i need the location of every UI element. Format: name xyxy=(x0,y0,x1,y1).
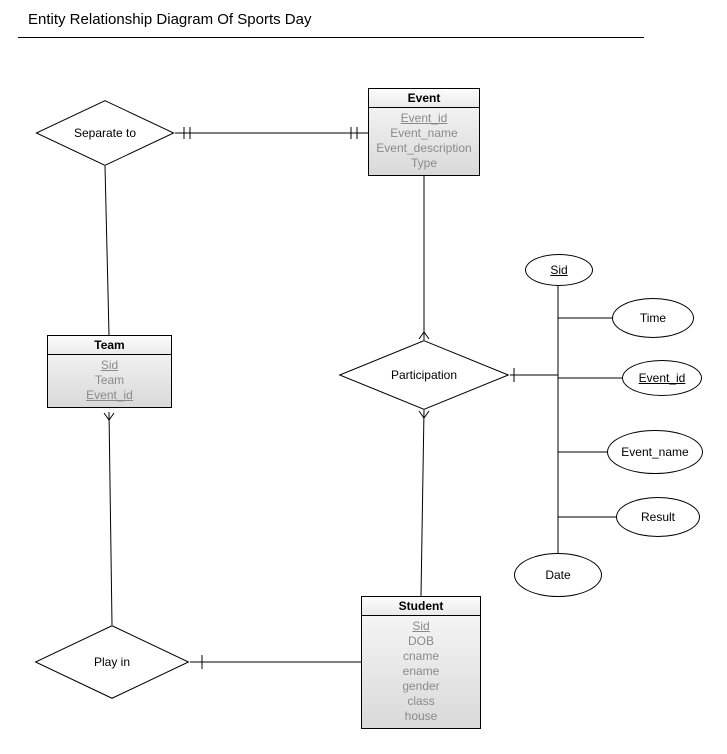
entity-attribute: Sid xyxy=(412,619,430,633)
entity-attribute: Team xyxy=(94,373,125,387)
entity-attribute: Sid xyxy=(100,358,119,372)
entity-attribute: gender xyxy=(402,679,440,693)
attribute-label: Event_id xyxy=(638,371,686,385)
attribute-ellipse-sid: Sid xyxy=(525,254,593,286)
attribute-label: Date xyxy=(545,568,571,582)
attribute-ellipse-time: Time xyxy=(612,298,694,338)
entity-attribute: Event_id xyxy=(86,388,133,402)
entity-attribute: ename xyxy=(402,664,440,678)
entity-attribute: cname xyxy=(402,649,440,663)
diamond-shape-icon xyxy=(34,625,190,699)
arrowhead-icon xyxy=(418,410,430,419)
entity-event-attributes: Event_id Event_name Event_description Ty… xyxy=(369,108,479,175)
entity-event-title: Event xyxy=(369,89,479,108)
entity-team: Team Sid Team Event_id xyxy=(47,335,172,408)
attribute-ellipse-date: Date xyxy=(514,553,602,597)
page-title: Entity Relationship Diagram Of Sports Da… xyxy=(28,11,312,28)
relationship-label: Participation xyxy=(390,368,458,382)
entity-student-title: Student xyxy=(362,597,480,616)
entity-attribute: house xyxy=(404,709,438,723)
entity-attribute: Type xyxy=(410,156,437,170)
entity-attribute: class xyxy=(407,694,435,708)
arrowhead-icon xyxy=(418,331,430,340)
attribute-label: Sid xyxy=(550,263,568,277)
relationship-participation: Participation xyxy=(338,340,510,410)
relationship-label: Play in xyxy=(93,655,131,669)
attribute-label: Time xyxy=(639,311,667,325)
attribute-ellipse-event-id: Event_id xyxy=(622,360,702,396)
edge-separateto-team xyxy=(104,165,110,336)
diamond-shape-icon xyxy=(338,340,510,410)
entity-team-attributes: Sid Team Event_id xyxy=(48,355,171,407)
relationship-label: Separate to xyxy=(73,126,137,140)
entity-attribute: DOB xyxy=(407,634,434,648)
entity-student-attributes: Sid DOB cname ename gender class house xyxy=(362,616,480,728)
attribute-ellipse-result: Result xyxy=(616,497,700,537)
relationship-play-in: Play in xyxy=(34,625,190,699)
entity-team-title: Team xyxy=(48,336,171,355)
edge-participation-student xyxy=(420,409,425,597)
entity-attribute: Event_name xyxy=(390,126,458,140)
diamond-shape-icon xyxy=(35,100,175,166)
attribute-label: Event_name xyxy=(621,445,689,459)
entity-attribute: Event_description xyxy=(376,141,472,155)
edge-team-playin xyxy=(108,411,113,626)
entity-event: Event Event_id Event_name Event_descript… xyxy=(368,88,480,176)
entity-student: Student Sid DOB cname ename gender class… xyxy=(361,596,481,729)
entity-attribute: Event_id xyxy=(400,111,448,125)
attribute-ellipse-event-name: Event_name xyxy=(607,430,703,474)
relationship-separate-to: Separate to xyxy=(35,100,175,166)
title-underline xyxy=(18,37,644,38)
arrowhead-icon xyxy=(103,412,115,421)
attribute-label: Result xyxy=(640,510,675,524)
